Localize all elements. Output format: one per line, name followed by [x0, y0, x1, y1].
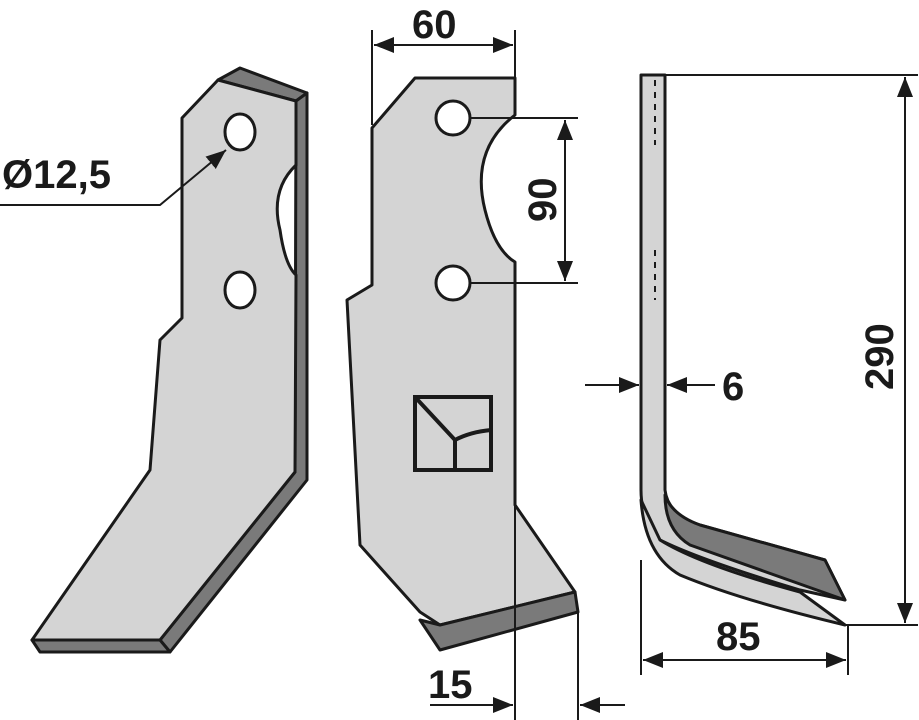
blade-front-cutting-edge [418, 590, 580, 652]
blade-perspective-view: Ø12,5 [0, 66, 309, 654]
mounting-hole-lower [223, 270, 257, 310]
manufacturer-logo [413, 395, 493, 472]
hole-spacing-label: 90 [521, 178, 565, 223]
height-extension-lines [665, 74, 918, 626]
offset-label: 15 [428, 663, 473, 707]
thickness-label: 6 [722, 365, 744, 409]
width-extension-lines [371, 30, 516, 125]
hole-spacing-extension-lines [470, 117, 578, 284]
foot-length-label: 85 [716, 615, 761, 659]
foot-length-extension-lines [640, 560, 849, 675]
mounting-hole-upper [223, 112, 257, 152]
side-profile-edge [663, 493, 847, 602]
blade-side-view: 290 6 85 [585, 73, 918, 675]
hole-diameter-label: Ø12,5 [2, 153, 111, 197]
height-label: 290 [858, 323, 902, 390]
blade-cutting-edge [30, 638, 172, 654]
front-hole-lower [434, 264, 472, 302]
blade-front-face [30, 78, 298, 642]
blade-front-view: 60 90 15 [345, 3, 625, 720]
front-hole-upper [434, 99, 472, 137]
hole-diameter-leader [0, 149, 227, 206]
blade-front-outline [345, 76, 577, 627]
width-label: 60 [412, 3, 457, 47]
offset-extension-lines [514, 505, 579, 720]
side-profile-bend [639, 498, 847, 627]
